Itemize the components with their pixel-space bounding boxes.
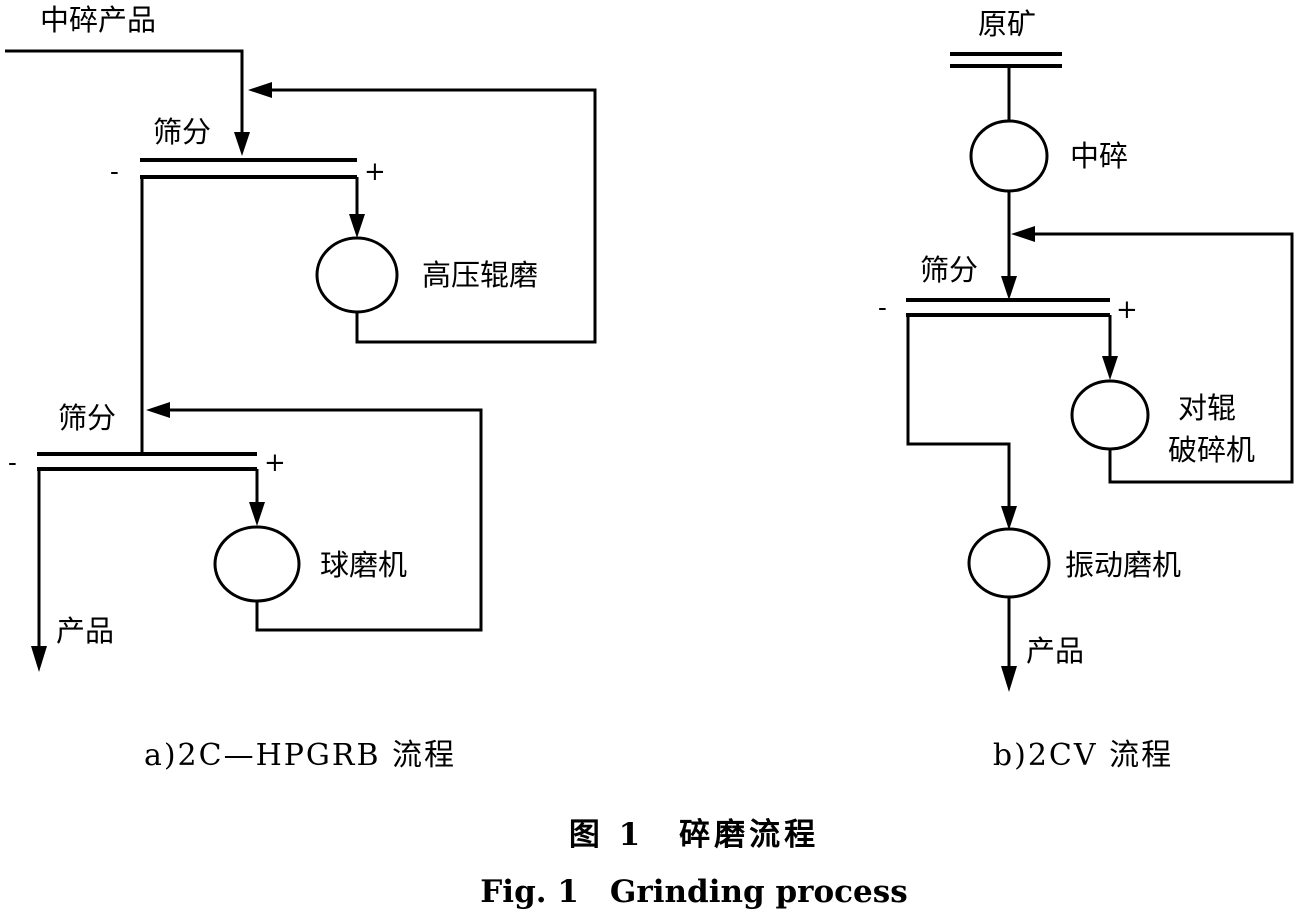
arrow-left-icon: [248, 82, 272, 98]
crusher-label: 中碎: [1070, 139, 1128, 173]
screen-b-minus: -: [878, 293, 887, 323]
screen-b-undersize-line: [906, 315, 1011, 510]
arrow-down-icon: [349, 214, 365, 238]
ball-mill-label: 球磨机: [320, 548, 407, 582]
crusher-node: [969, 119, 1049, 193]
hpgr-label: 高压辊磨: [422, 258, 538, 292]
screen-1-minus: -: [110, 157, 119, 187]
arrow-down-icon: [1001, 276, 1017, 300]
screen-b: [906, 298, 1110, 317]
screen-2-plus: +: [264, 448, 286, 478]
input-label-a: 中碎产品: [40, 3, 156, 37]
product-label-a: 产品: [56, 614, 114, 648]
subcaption-b: b)2CV 流程: [993, 738, 1173, 773]
arrow-down-icon: [1001, 666, 1017, 692]
subcaption-a: a)2C—HPGRB 流程: [144, 738, 456, 773]
screen-1-plus: +: [364, 157, 386, 187]
arrow-left-icon: [146, 402, 170, 418]
arrow-left-icon: [1011, 226, 1035, 242]
roll-crusher-label-1: 对辊: [1178, 391, 1236, 425]
screen-1-label: 筛分: [153, 115, 211, 149]
diagram-a: 中碎产品 筛分 - + 高压辊磨 筛分 - +: [5, 3, 597, 773]
roll-crusher-node: [1070, 379, 1150, 451]
roll-crusher-recycle-line: [1034, 232, 1294, 484]
ore-feed-bar: [950, 52, 1062, 68]
screen-1-a: [140, 158, 357, 179]
input-line-a: [5, 49, 244, 138]
ball-mill-recycle-line: [168, 408, 483, 632]
arrow-down-icon: [249, 502, 265, 526]
arrow-down-icon: [31, 646, 47, 672]
screen-b-label: 筛分: [920, 253, 978, 287]
screen-2-minus: -: [8, 448, 17, 478]
hpgr-node: [315, 236, 399, 314]
screen-2-a: [37, 452, 257, 471]
figure-caption-en: Fig. 1 Grinding process: [480, 874, 907, 910]
hpgr-recycle-line: [268, 88, 597, 344]
screen-2-label: 筛分: [58, 401, 116, 435]
product-label-b: 产品: [1026, 634, 1084, 668]
screen-b-plus: +: [1116, 295, 1138, 325]
diagram-b: 原矿 中碎 筛分 - + 对辊 破碎机 振动磨机: [878, 7, 1294, 773]
roll-crusher-label-2: 破碎机: [1168, 433, 1255, 467]
input-label-b: 原矿: [978, 7, 1036, 41]
figure-caption-cn: 图 1 碎磨流程: [569, 817, 819, 853]
vibration-mill-label: 振动磨机: [1065, 548, 1181, 582]
ball-mill-node: [213, 525, 301, 603]
arrow-down-icon: [1001, 506, 1017, 530]
vibration-mill-node: [967, 527, 1051, 599]
arrow-down-icon: [234, 132, 250, 156]
arrow-down-icon: [1102, 356, 1118, 380]
